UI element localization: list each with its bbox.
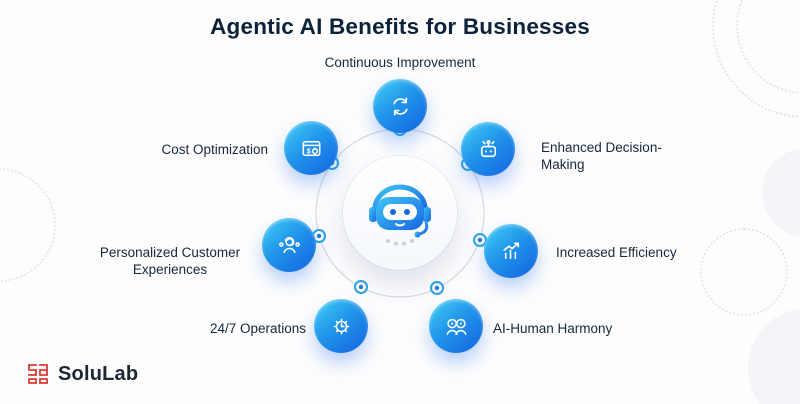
label-cost-optimization: Cost Optimization bbox=[161, 142, 268, 157]
ai-assistant-robot-icon bbox=[369, 184, 431, 246]
page-title: Agentic AI Benefits for Businesses bbox=[210, 14, 590, 39]
connector-badge bbox=[430, 281, 444, 295]
solulab-mark-icon bbox=[28, 364, 48, 384]
label-increased-efficiency: Increased Efficiency bbox=[556, 245, 677, 260]
central-hub bbox=[343, 156, 457, 270]
connector-badge bbox=[312, 229, 326, 243]
node-ai-human-harmony bbox=[429, 299, 483, 353]
node-increased-efficiency bbox=[484, 224, 538, 278]
growth-chart-icon bbox=[502, 241, 519, 259]
label-ai-human-harmony: AI-Human Harmony bbox=[493, 321, 613, 336]
node-personalized-customer-experiences bbox=[262, 218, 316, 272]
connector-badge bbox=[473, 233, 487, 247]
robot-insight-icon bbox=[480, 139, 496, 157]
label-24-7-operations: 24/7 Operations bbox=[209, 321, 306, 336]
label-continuous-improvement: Continuous Improvement bbox=[324, 55, 476, 70]
solulab-logo: SoluLab bbox=[26, 362, 138, 386]
gear-clock-icon bbox=[333, 318, 349, 334]
label-enhanced-decision-making: Enhanced Decision-Making bbox=[541, 140, 662, 173]
two-minds-icon bbox=[446, 318, 466, 335]
dollar-window-icon: $ bbox=[302, 140, 320, 156]
node-continuous-improvement bbox=[373, 79, 427, 133]
node-enhanced-decision-making bbox=[461, 122, 515, 176]
svg-text:$: $ bbox=[306, 146, 311, 155]
logo-brand-text: SoluLab bbox=[58, 362, 139, 385]
decorative-dotted-circle-bottom-right bbox=[700, 228, 788, 316]
label-personalized-customer-experiences: Personalized Customer Experiences bbox=[99, 245, 241, 278]
connector-badge bbox=[354, 280, 368, 294]
node-24-7-operations bbox=[314, 299, 368, 353]
refresh-cycle-icon bbox=[392, 96, 408, 116]
node-cost-optimization: $ bbox=[284, 121, 338, 175]
customer-support-icon bbox=[278, 236, 300, 253]
